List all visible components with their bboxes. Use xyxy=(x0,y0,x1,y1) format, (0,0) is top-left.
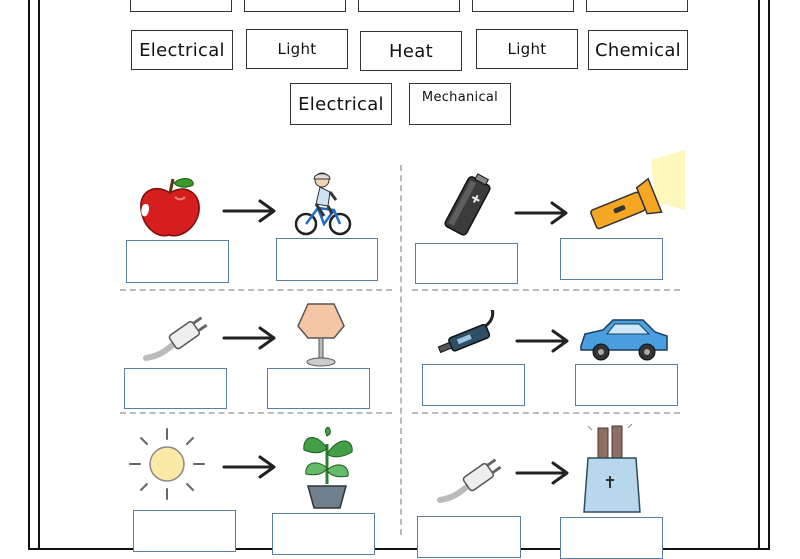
car-icon xyxy=(580,319,668,361)
answer-box[interactable] xyxy=(124,368,227,409)
word-card-cut xyxy=(358,0,460,12)
divider-horizontal xyxy=(412,412,680,414)
answer-box[interactable] xyxy=(560,517,663,559)
arrow-right-icon xyxy=(222,199,276,223)
word-card-cut xyxy=(472,0,574,12)
sun-icon xyxy=(129,428,205,500)
plug-icon xyxy=(143,316,208,361)
word-card[interactable]: Electrical xyxy=(131,30,233,70)
answer-box[interactable] xyxy=(422,364,525,406)
answer-box[interactable] xyxy=(126,240,229,283)
divider-horizontal xyxy=(120,289,392,291)
answer-box[interactable] xyxy=(560,238,663,280)
word-card-cut xyxy=(130,0,232,12)
answer-box[interactable] xyxy=(575,364,678,406)
plant-icon xyxy=(303,427,353,509)
word-card[interactable]: Light xyxy=(476,29,578,69)
answer-box[interactable] xyxy=(415,243,518,284)
answer-box[interactable] xyxy=(276,238,378,281)
divider-horizontal xyxy=(412,289,680,291)
arrow-right-icon xyxy=(515,329,569,353)
word-card[interactable]: Mechanical xyxy=(409,83,511,125)
plug-icon xyxy=(437,458,502,503)
apple-icon xyxy=(140,178,200,237)
fuel-nozzle-icon xyxy=(437,310,495,354)
word-card[interactable]: Electrical xyxy=(290,83,392,125)
lamp-icon xyxy=(297,303,345,367)
flashlight-icon xyxy=(590,150,685,230)
arrow-right-icon xyxy=(515,461,569,485)
word-card[interactable]: Light xyxy=(246,29,348,69)
answer-box[interactable] xyxy=(267,368,370,409)
cyclist-icon xyxy=(294,172,352,236)
word-card-cut xyxy=(586,0,688,12)
answer-box[interactable] xyxy=(133,510,236,552)
battery-icon xyxy=(444,173,491,236)
answer-box[interactable] xyxy=(272,513,375,555)
arrow-right-icon xyxy=(222,455,276,479)
word-card[interactable]: Heat xyxy=(360,31,462,71)
word-card[interactable]: Chemical xyxy=(588,30,688,70)
answer-box[interactable] xyxy=(417,516,521,558)
divider-horizontal xyxy=(120,412,392,414)
arrow-right-icon xyxy=(514,201,568,225)
arrow-right-icon xyxy=(222,326,276,350)
word-card-cut xyxy=(244,0,346,12)
divider-vertical xyxy=(400,165,402,535)
toaster-icon xyxy=(583,424,641,513)
